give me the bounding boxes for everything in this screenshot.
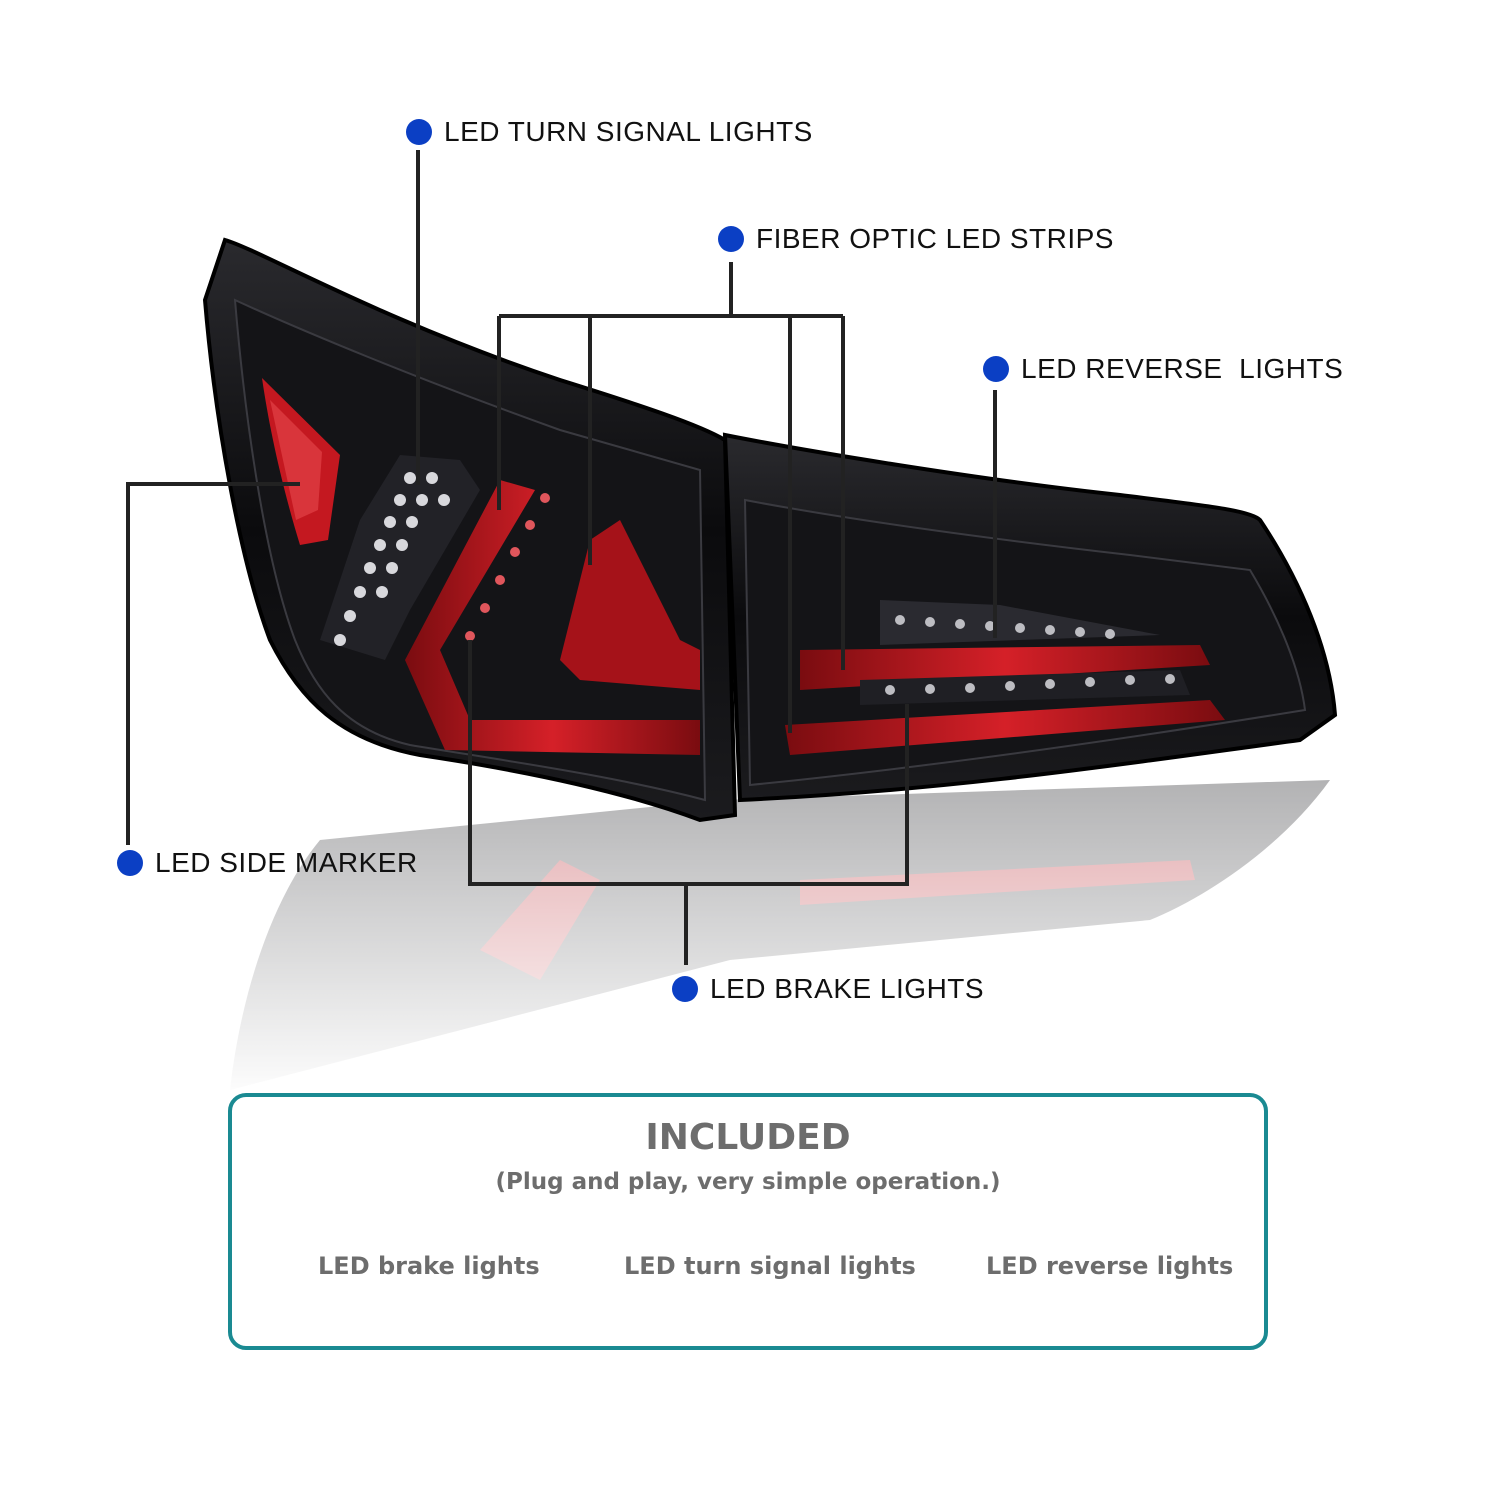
included-title: INCLUDED xyxy=(645,1117,851,1158)
callout-dot xyxy=(718,226,744,252)
callout-label-reverse: LED REVERSE LIGHTS xyxy=(1021,353,1344,384)
leader-lines xyxy=(126,150,997,965)
left-lamp-housing xyxy=(202,237,738,823)
callout-label-fiber-optic: FIBER OPTIC LED STRIPS xyxy=(756,223,1114,254)
callout-fiber-optic: FIBER OPTIC LED STRIPS xyxy=(718,223,1114,255)
callout-reverse: LED REVERSE LIGHTS xyxy=(983,353,1343,385)
callout-dot xyxy=(983,356,1009,382)
callout-turn-signal: LED TURN SIGNAL LIGHTS xyxy=(406,116,813,148)
reverse-led-dots xyxy=(885,615,1175,695)
included-item-reverse: LED reverse lights xyxy=(986,1252,1234,1280)
callout-label-side-marker: LED SIDE MARKER xyxy=(155,847,418,878)
callout-dot xyxy=(672,976,698,1002)
callout-side-marker: LED SIDE MARKER xyxy=(117,847,418,879)
callout-label-turn-signal: LED TURN SIGNAL LIGHTS xyxy=(444,116,813,147)
callout-brake: LED BRAKE LIGHTS xyxy=(672,973,984,1005)
included-box: INCLUDED (Plug and play, very simple ope… xyxy=(228,1093,1268,1350)
included-item-brake: LED brake lights xyxy=(318,1252,540,1280)
turn-signal-led-dots xyxy=(334,472,450,646)
side-marker-leader-line xyxy=(126,482,300,845)
included-subtitle: (Plug and play, very simple operation.) xyxy=(495,1169,1001,1195)
tail-light-assembly-image xyxy=(126,150,1340,1100)
brake-led-dots xyxy=(465,493,550,641)
brake-bracket xyxy=(468,640,909,886)
tail-light-reflection xyxy=(230,780,1340,1100)
fiber-optic-bracket xyxy=(497,314,845,733)
callout-dot xyxy=(117,850,143,876)
callout-dot xyxy=(406,119,432,145)
right-lamp-housing xyxy=(722,432,1338,803)
callout-label-brake: LED BRAKE LIGHTS xyxy=(710,973,985,1004)
included-item-turn-signal: LED turn signal lights xyxy=(624,1252,916,1280)
